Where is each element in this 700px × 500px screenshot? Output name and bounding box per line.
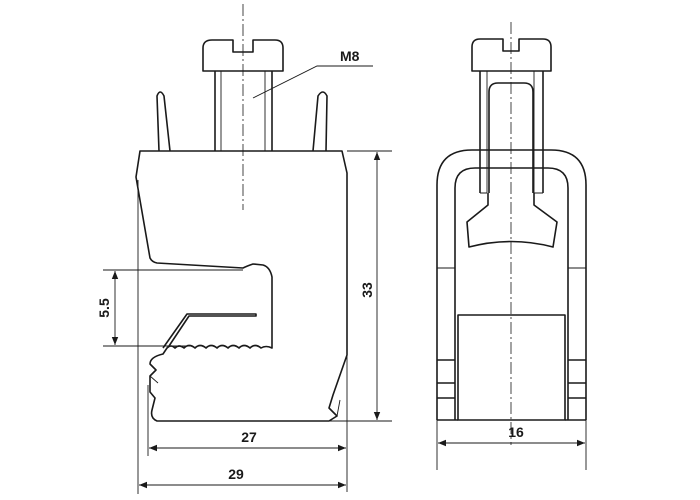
body-notch — [149, 375, 341, 417]
right-pin — [312, 91, 328, 152]
dimension-height-label: 33 — [359, 282, 375, 298]
pressure-plate — [466, 193, 558, 248]
inner-stirrup — [488, 82, 534, 193]
lower-block — [457, 314, 566, 421]
spring-clip — [162, 313, 257, 349]
frame-notches — [437, 359, 586, 421]
dimension-inner-width-label: 27 — [241, 429, 257, 445]
screw-shaft — [479, 71, 544, 194]
dimension-width-label: 16 — [508, 424, 524, 440]
screw-head — [202, 39, 284, 72]
dimension-gap-label: 5.5 — [96, 298, 112, 318]
side-view: M8 5.5 33 27 29 — [96, 4, 392, 494]
dimension-outer-width-label: 29 — [228, 466, 244, 482]
thread-leader-line — [252, 65, 373, 99]
front-view: 16 — [436, 22, 587, 470]
clamp-body — [135, 150, 348, 422]
screw-head — [471, 38, 552, 72]
left-pin — [156, 91, 171, 152]
outer-frame — [436, 149, 587, 420]
screw-shaft — [214, 71, 273, 151]
thread-size-label: M8 — [340, 48, 360, 64]
inner-frame — [454, 167, 569, 420]
